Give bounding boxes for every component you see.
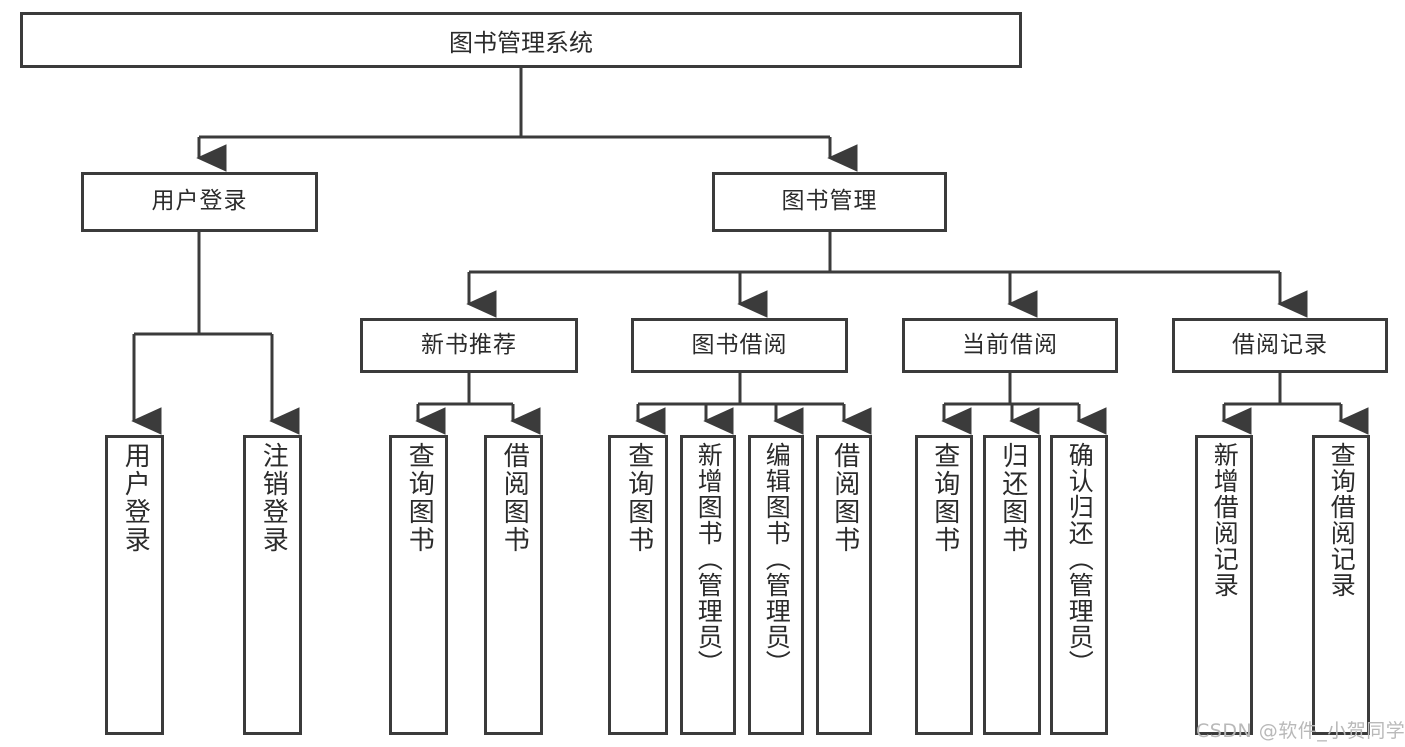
leaf-book-borrow-add-book-admin[interactable]: 新增图书（管理员） [680,435,736,735]
leaf-label: 查询图书 [404,442,435,554]
node-label: 图书管理系统 [449,28,593,57]
leaf-label: 归还图书 [997,442,1028,554]
leaf-new-book-query-book[interactable]: 查询图书 [389,435,448,735]
node-root-book-management-system[interactable]: 图书管理系统 [20,12,1022,68]
node-label: 新书推荐 [421,331,517,358]
leaf-borrow-record-query-record[interactable]: 查询借阅记录 [1312,435,1370,735]
leaf-current-borrow-return-book[interactable]: 归还图书 [983,435,1041,735]
node-label: 图书管理 [781,188,878,215]
node-current-borrow[interactable]: 当前借阅 [902,318,1118,373]
leaf-label: 查询图书 [623,442,654,554]
leaf-label: 确认归还（管理员） [1065,442,1095,676]
leaf-current-borrow-query-book[interactable]: 查询图书 [915,435,973,735]
watermark: CSDN @软件_小贺同学 [1196,720,1405,742]
leaf-new-book-borrow-book[interactable]: 借阅图书 [484,435,543,735]
leaf-borrow-record-add-record[interactable]: 新增借阅记录 [1195,435,1253,735]
leaf-label: 新增图书（管理员） [694,442,724,676]
leaf-label: 注销登录 [258,442,289,554]
node-user-login[interactable]: 用户登录 [81,172,318,232]
leaf-current-borrow-confirm-return-admin[interactable]: 确认归还（管理员） [1050,435,1108,735]
node-book-management[interactable]: 图书管理 [712,172,947,232]
leaf-label: 查询借阅记录 [1327,442,1357,598]
node-label: 借阅记录 [1232,331,1328,358]
node-new-book-recommend[interactable]: 新书推荐 [360,318,578,373]
leaf-label: 借阅图书 [499,442,530,554]
leaf-book-borrow-query-book[interactable]: 查询图书 [608,435,668,735]
leaf-book-borrow-borrow-book[interactable]: 借阅图书 [816,435,872,735]
node-label: 图书借阅 [691,331,788,358]
leaf-label: 编辑图书（管理员） [762,442,792,676]
node-book-borrow[interactable]: 图书借阅 [631,318,848,373]
leaf-book-borrow-edit-book-admin[interactable]: 编辑图书（管理员） [748,435,804,735]
leaf-label: 新增借阅记录 [1210,442,1240,598]
node-label: 用户登录 [151,188,248,215]
leaf-user-login-login[interactable]: 用户登录 [105,435,164,735]
leaf-user-login-logout[interactable]: 注销登录 [243,435,302,735]
node-label: 当前借阅 [962,331,1058,358]
leaf-label: 用户登录 [120,442,151,554]
leaf-label: 查询图书 [929,442,960,554]
node-borrow-record[interactable]: 借阅记录 [1172,318,1388,373]
leaf-label: 借阅图书 [829,442,860,554]
